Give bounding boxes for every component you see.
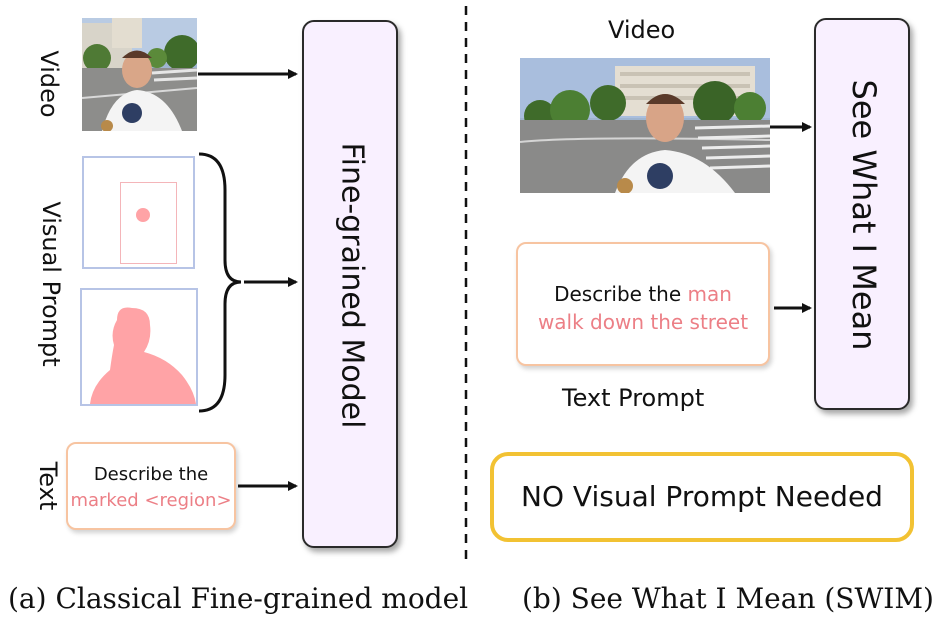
text-prompt-line1-right: Describe the man	[518, 282, 768, 306]
person-mask-shape	[90, 307, 196, 404]
fine-grained-model-box: Fine-grained Model	[302, 20, 398, 548]
video-thumbnail-left	[82, 18, 197, 131]
video-label-right: Video	[608, 16, 676, 44]
arrows-left	[198, 69, 298, 491]
arrows-right	[770, 122, 812, 313]
video-thumbnail-right	[520, 58, 770, 193]
text-prompt-plain: Describe the	[554, 282, 688, 306]
text-prompt-label: Text Prompt	[562, 384, 705, 412]
text-prompt-line1-left: Describe the	[93, 464, 209, 485]
text-prompt-line2-left: marked <region>	[70, 490, 232, 511]
fine-grained-model-label: Fine-grained Model	[334, 142, 370, 429]
video-scene-image-wide	[520, 58, 770, 193]
point-prompt-panel	[82, 156, 195, 269]
region-rectangle	[120, 182, 177, 264]
text-prompt-box-right: Describe the man walk down the street	[516, 242, 770, 366]
no-visual-prompt-box: NO Visual Prompt Needed	[490, 452, 914, 542]
caption-left: (a) Classical Fine-grained model	[8, 582, 469, 615]
point-marker	[136, 208, 150, 222]
dashed-divider	[464, 6, 468, 566]
caption-right: (b) See What I Mean (SWIM)	[522, 582, 934, 615]
video-scene-image	[82, 18, 197, 131]
mask-prompt-panel	[80, 288, 198, 406]
text-prompt-highlight-man: man	[687, 282, 732, 306]
curly-brace	[198, 152, 242, 413]
text-prompt-box-left: Describe the marked <region>	[66, 442, 236, 530]
text-prompt-line2-right: walk down the street	[537, 310, 749, 334]
swim-model-box: See What I Mean	[814, 18, 910, 410]
no-visual-prompt-label: NO Visual Prompt Needed	[521, 480, 883, 513]
swim-model-label: See What I Mean	[845, 79, 883, 351]
